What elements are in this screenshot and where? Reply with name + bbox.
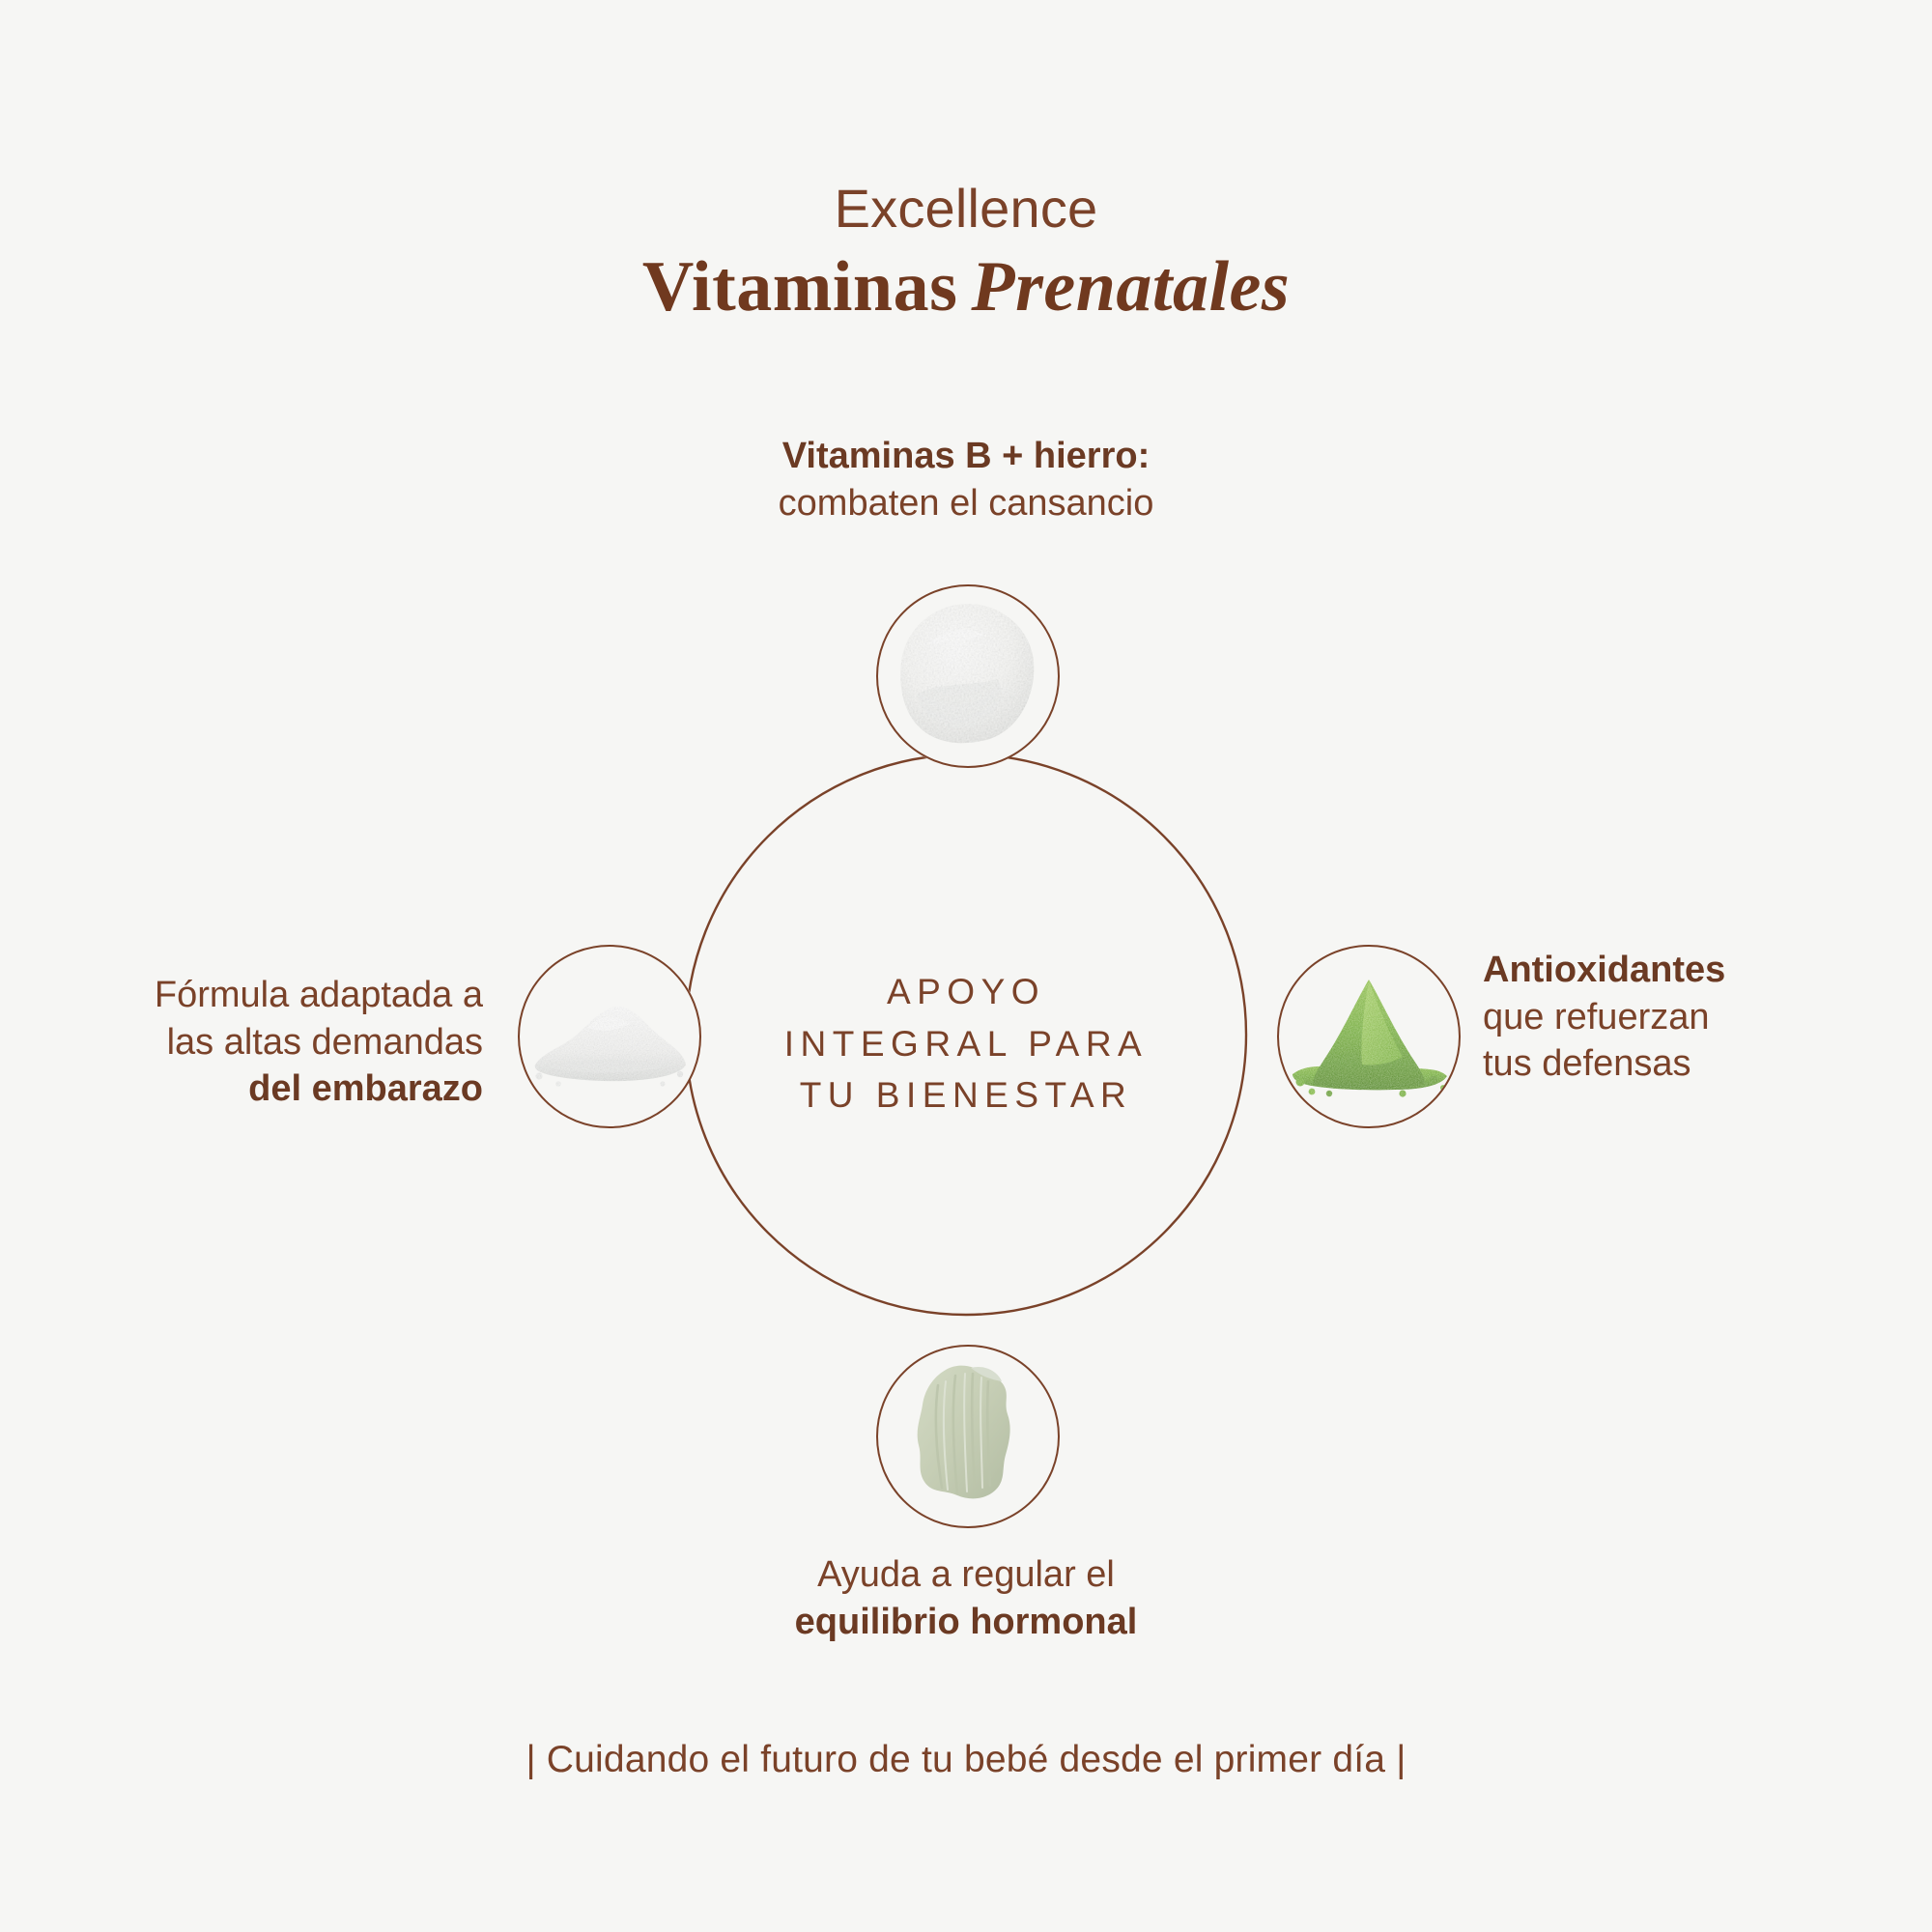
node-circle-right[interactable] <box>1277 945 1461 1128</box>
node-circle-bottom[interactable] <box>876 1345 1060 1528</box>
node-circle-left[interactable] <box>518 945 701 1128</box>
center-statement: APOYO INTEGRAL PARA TU BIENESTAR <box>676 966 1256 1122</box>
callout-top-body: combaten el cansancio <box>778 482 1154 524</box>
callout-right-line-2: tus defensas <box>1483 1043 1691 1085</box>
title-main-italic: Prenatales <box>971 247 1291 327</box>
callout-bottom-body: Ayuda a regular el <box>817 1554 1115 1595</box>
title-main-roman: Vitaminas <box>641 247 958 327</box>
center-line-1: APOYO <box>886 972 1046 1011</box>
callout-top-bold: Vitaminas B + hierro: <box>781 436 1151 476</box>
callout-left-emphasis: del embarazo <box>39 1065 483 1113</box>
center-line-3: TU BIENESTAR <box>799 1075 1133 1116</box>
callout-left-line-1: Fórmula adaptada a <box>154 975 483 1015</box>
callout-right-bold: Antioxidantes <box>1483 950 1726 990</box>
callout-left-bold: del embarazo <box>248 1068 483 1110</box>
sage-clay-smear-icon <box>917 1365 1010 1499</box>
callout-right-line-1: que refuerzan <box>1483 996 1710 1037</box>
node-circle-top[interactable] <box>876 584 1060 768</box>
white-powder-pile-icon <box>534 1007 686 1087</box>
callout-top-heading: Vitaminas B + hierro: <box>483 433 1449 480</box>
white-powder-mound-icon <box>900 604 1035 744</box>
callout-right: Antioxidantes que refuerzan tus defensas <box>1483 947 1908 1088</box>
callout-bottom-emphasis: equilibrio hormonal <box>483 1599 1449 1646</box>
callout-right-heading: Antioxidantes <box>1483 947 1908 994</box>
callout-bottom-bold: equilibrio hormonal <box>794 1601 1138 1642</box>
callout-top: Vitaminas B + hierro: combaten el cansan… <box>483 433 1449 526</box>
green-matcha-powder-cone-icon <box>1293 980 1447 1097</box>
callout-left-line-2: las altas demandas <box>166 1021 483 1063</box>
callout-bottom: Ayuda a regular el equilibrio hormonal <box>483 1551 1449 1645</box>
center-line-2: INTEGRAL PARA <box>783 1023 1149 1064</box>
footer-tagline: | Cuidando el futuro de tu bebé desde el… <box>526 1739 1406 1780</box>
title-eyebrow: Excellence <box>834 178 1098 239</box>
callout-left: Fórmula adaptada a las altas demandas de… <box>39 972 483 1113</box>
